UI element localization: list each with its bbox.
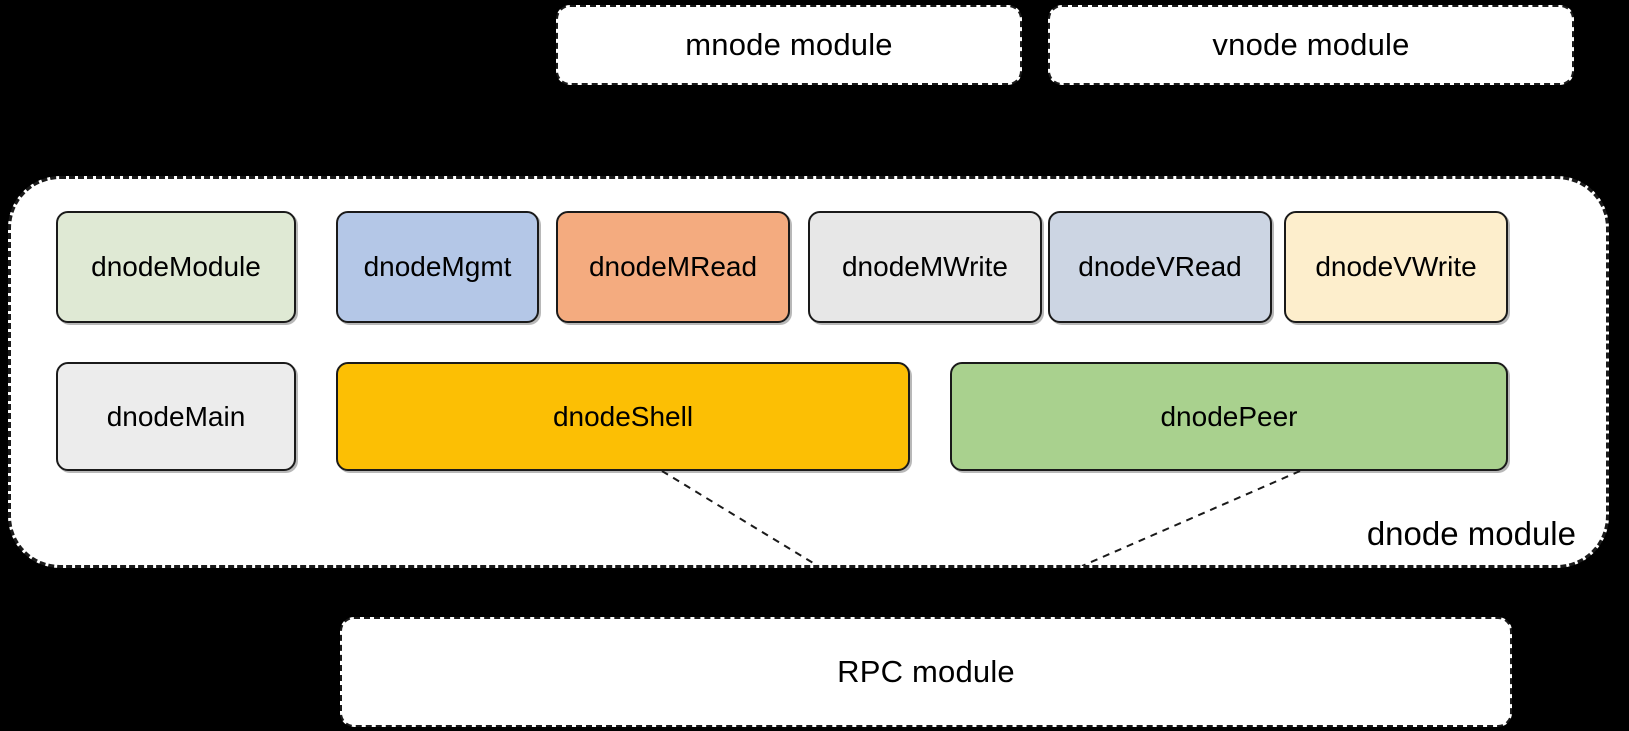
rpc-module-label: RPC module — [837, 654, 1015, 689]
block-label: dnodeModule — [91, 251, 261, 282]
block-label: dnodeMain — [106, 400, 246, 432]
mnode-module-label: mnode module — [685, 27, 893, 62]
block-label: dnodeMWrite — [841, 251, 1008, 282]
block-label: dnodeVRead — [1078, 251, 1242, 282]
block-dnode-mwrite[interactable]: dnodeMWrite — [808, 211, 1042, 323]
mnode-module-box[interactable]: mnode module — [556, 5, 1022, 85]
vnode-module-box[interactable]: vnode module — [1048, 5, 1574, 85]
block-label: dnodePeer — [1160, 400, 1298, 432]
block-label: dnodeVWrite — [1315, 251, 1477, 282]
block-dnode-module[interactable]: dnodeModule — [56, 211, 296, 323]
block-dnode-mread[interactable]: dnodeMRead — [556, 211, 790, 323]
block-label: dnodeMgmt — [363, 251, 512, 282]
block-dnode-main[interactable]: dnodeMain — [56, 362, 296, 471]
block-dnode-vread[interactable]: dnodeVRead — [1048, 211, 1272, 323]
block-label: dnodeMRead — [588, 251, 758, 282]
vnode-module-label: vnode module — [1212, 27, 1410, 62]
dnode-module-label: dnode module — [1366, 515, 1576, 552]
rpc-module-box[interactable]: RPC module — [340, 617, 1512, 727]
block-dnode-shell[interactable]: dnodeShell — [336, 362, 910, 471]
block-dnode-vwrite[interactable]: dnodeVWrite — [1284, 211, 1508, 323]
block-dnode-peer[interactable]: dnodePeer — [950, 362, 1508, 471]
block-dnode-mgmt[interactable]: dnodeMgmt — [336, 211, 539, 323]
block-label: dnodeShell — [552, 400, 694, 432]
